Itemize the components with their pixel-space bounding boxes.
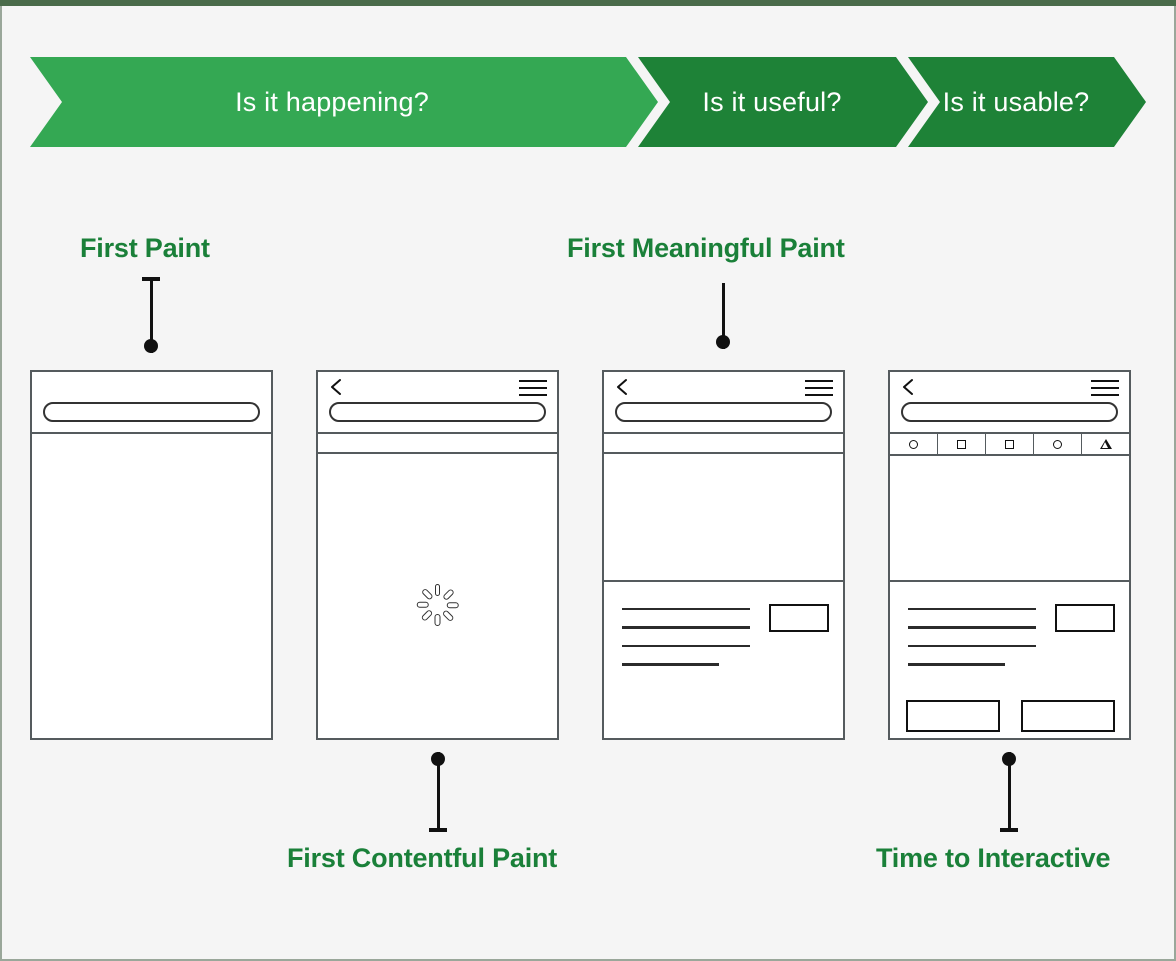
- toolbar-cell-4[interactable]: [1034, 434, 1082, 454]
- connector-stem: [1008, 752, 1011, 832]
- phone-mockup-time-to-interactive: [888, 370, 1131, 740]
- toolbar-cell-2[interactable]: [938, 434, 986, 454]
- browser-chrome-row: [32, 372, 271, 402]
- connector-first-paint: [141, 277, 161, 353]
- connector-tbar: [142, 277, 160, 281]
- spinner-segment: [416, 602, 429, 608]
- metric-label-first-contentful-paint: First Contentful Paint: [287, 843, 558, 873]
- stage-chevron-label: Is it useful?: [702, 86, 842, 117]
- browser-header: [32, 372, 271, 434]
- secondary-toolbar: [604, 434, 843, 454]
- back-chevron-icon[interactable]: [328, 378, 344, 396]
- page-content-area: [32, 434, 271, 800]
- back-chevron-icon[interactable]: [900, 378, 916, 396]
- connector-first-contentful-paint: [428, 752, 448, 832]
- browser-chrome-row: [318, 372, 557, 402]
- stage-chevron-label: Is it happening?: [235, 86, 429, 117]
- action-button-right[interactable]: [1021, 700, 1115, 732]
- connector-time-to-interactive: [999, 752, 1019, 832]
- circle-icon: [1053, 439, 1062, 449]
- text-line: [908, 608, 1036, 611]
- back-chevron-icon[interactable]: [614, 378, 630, 396]
- stage-chevron-is-it-happening[interactable]: Is it happening?: [30, 57, 658, 147]
- connector-tbar: [1000, 828, 1018, 832]
- circle-icon: [909, 439, 918, 449]
- secondary-toolbar: [318, 434, 557, 454]
- connector-stem: [722, 283, 725, 349]
- hero-placeholder-region: [604, 454, 843, 582]
- image-placeholder-box: [1055, 604, 1115, 632]
- text-line: [908, 626, 1036, 629]
- phone-mockup-first-meaningful-paint: [602, 370, 845, 740]
- text-line: [622, 608, 750, 611]
- metric-label-time-to-interactive: Time to Interactive: [876, 843, 1111, 873]
- top-border-rule: [0, 0, 1176, 6]
- connector-dot: [144, 339, 158, 353]
- url-bar[interactable]: [901, 402, 1118, 422]
- connector-tbar: [429, 828, 447, 832]
- stage-chevron-is-it-useful[interactable]: Is it useful?: [638, 57, 928, 147]
- app-toolbar: [890, 434, 1129, 456]
- connector-dot: [1002, 752, 1016, 766]
- connector-first-meaningful-paint: [713, 283, 733, 349]
- stage-chevron-label: Is it usable?: [942, 86, 1090, 117]
- hamburger-menu-icon[interactable]: [519, 380, 547, 396]
- hero-placeholder-region: [890, 456, 1129, 582]
- text-line: [622, 644, 750, 648]
- connector-dot: [431, 752, 445, 766]
- metric-label-first-paint: First Paint: [80, 233, 210, 263]
- browser-header: [318, 372, 557, 434]
- square-icon: [1005, 439, 1014, 449]
- text-placeholder-lines: [622, 608, 750, 682]
- toolbar-cell-1[interactable]: [890, 434, 938, 454]
- phone-mockup-first-contentful-paint: [316, 370, 559, 740]
- connector-stem: [437, 752, 440, 832]
- connector-dot: [716, 335, 730, 349]
- hamburger-menu-icon[interactable]: [1091, 380, 1119, 396]
- text-line: [908, 663, 1006, 666]
- browser-chrome-row: [890, 372, 1129, 402]
- url-bar[interactable]: [43, 402, 260, 422]
- action-button-row: [906, 700, 1115, 732]
- spinner-segment: [420, 588, 434, 601]
- spinner-segment: [441, 588, 455, 601]
- stage-banner: Is it happening? Is it useful? Is it usa…: [30, 57, 1146, 147]
- text-line: [622, 663, 720, 666]
- spinner-segment: [420, 609, 434, 622]
- spinner-segment: [446, 602, 459, 608]
- loading-spinner-icon: [415, 582, 461, 628]
- square-icon: [957, 439, 966, 449]
- stage-chevron-is-it-usable[interactable]: Is it usable?: [908, 57, 1146, 147]
- toolbar-cell-3[interactable]: [986, 434, 1034, 454]
- browser-header: [890, 372, 1129, 434]
- toolbar-cell-5[interactable]: [1082, 434, 1129, 454]
- bottom-border-rule: [0, 959, 1176, 961]
- connector-stem: [150, 277, 153, 353]
- hamburger-menu-icon[interactable]: [805, 380, 833, 396]
- url-bar[interactable]: [329, 402, 546, 422]
- triangle-icon: [1099, 439, 1112, 449]
- action-button-left[interactable]: [906, 700, 1000, 732]
- page-content-area: [318, 454, 557, 714]
- spinner-segment: [441, 609, 455, 622]
- metric-label-first-meaningful-paint: First Meaningful Paint: [567, 233, 845, 263]
- url-bar[interactable]: [615, 402, 832, 422]
- browser-header: [604, 372, 843, 434]
- spinner-segment: [434, 583, 441, 596]
- text-placeholder-lines: [908, 608, 1036, 682]
- text-line: [622, 626, 750, 629]
- browser-chrome-row: [604, 372, 843, 402]
- text-line: [908, 644, 1036, 648]
- left-border-rule: [0, 6, 2, 961]
- image-placeholder-box: [769, 604, 829, 632]
- right-border-rule: [1174, 6, 1176, 961]
- phone-mockup-first-paint: [30, 370, 273, 740]
- spinner-segment: [434, 613, 441, 626]
